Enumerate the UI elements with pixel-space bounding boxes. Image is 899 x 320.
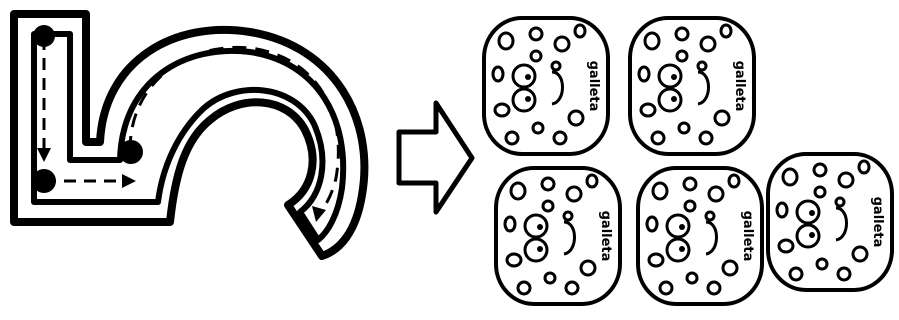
cookie-label: galleta (586, 61, 601, 112)
cookie-1: galleta (484, 18, 608, 154)
arrow-right-icon (122, 174, 136, 188)
cookie-4: galleta (638, 168, 762, 304)
cookie-label: galleta (870, 197, 885, 248)
cookie-3: galleta (496, 168, 620, 304)
cookie-label: galleta (598, 211, 613, 262)
arrow-curve-icon (312, 206, 326, 222)
cookie-2: galleta (630, 18, 754, 154)
cookie-label: galleta (740, 211, 755, 262)
cutter-path-shape (14, 14, 364, 256)
cookie-5: galleta (768, 154, 892, 290)
corner-dot (32, 169, 56, 193)
curve-start-dot (119, 140, 143, 164)
start-dot (33, 25, 55, 47)
cookie-label: galleta (732, 61, 747, 112)
cookie-grid: galleta galleta galleta galleta galleta (484, 18, 892, 304)
arrow-right-outline-icon (399, 103, 472, 212)
arrow-down-icon (37, 148, 51, 162)
